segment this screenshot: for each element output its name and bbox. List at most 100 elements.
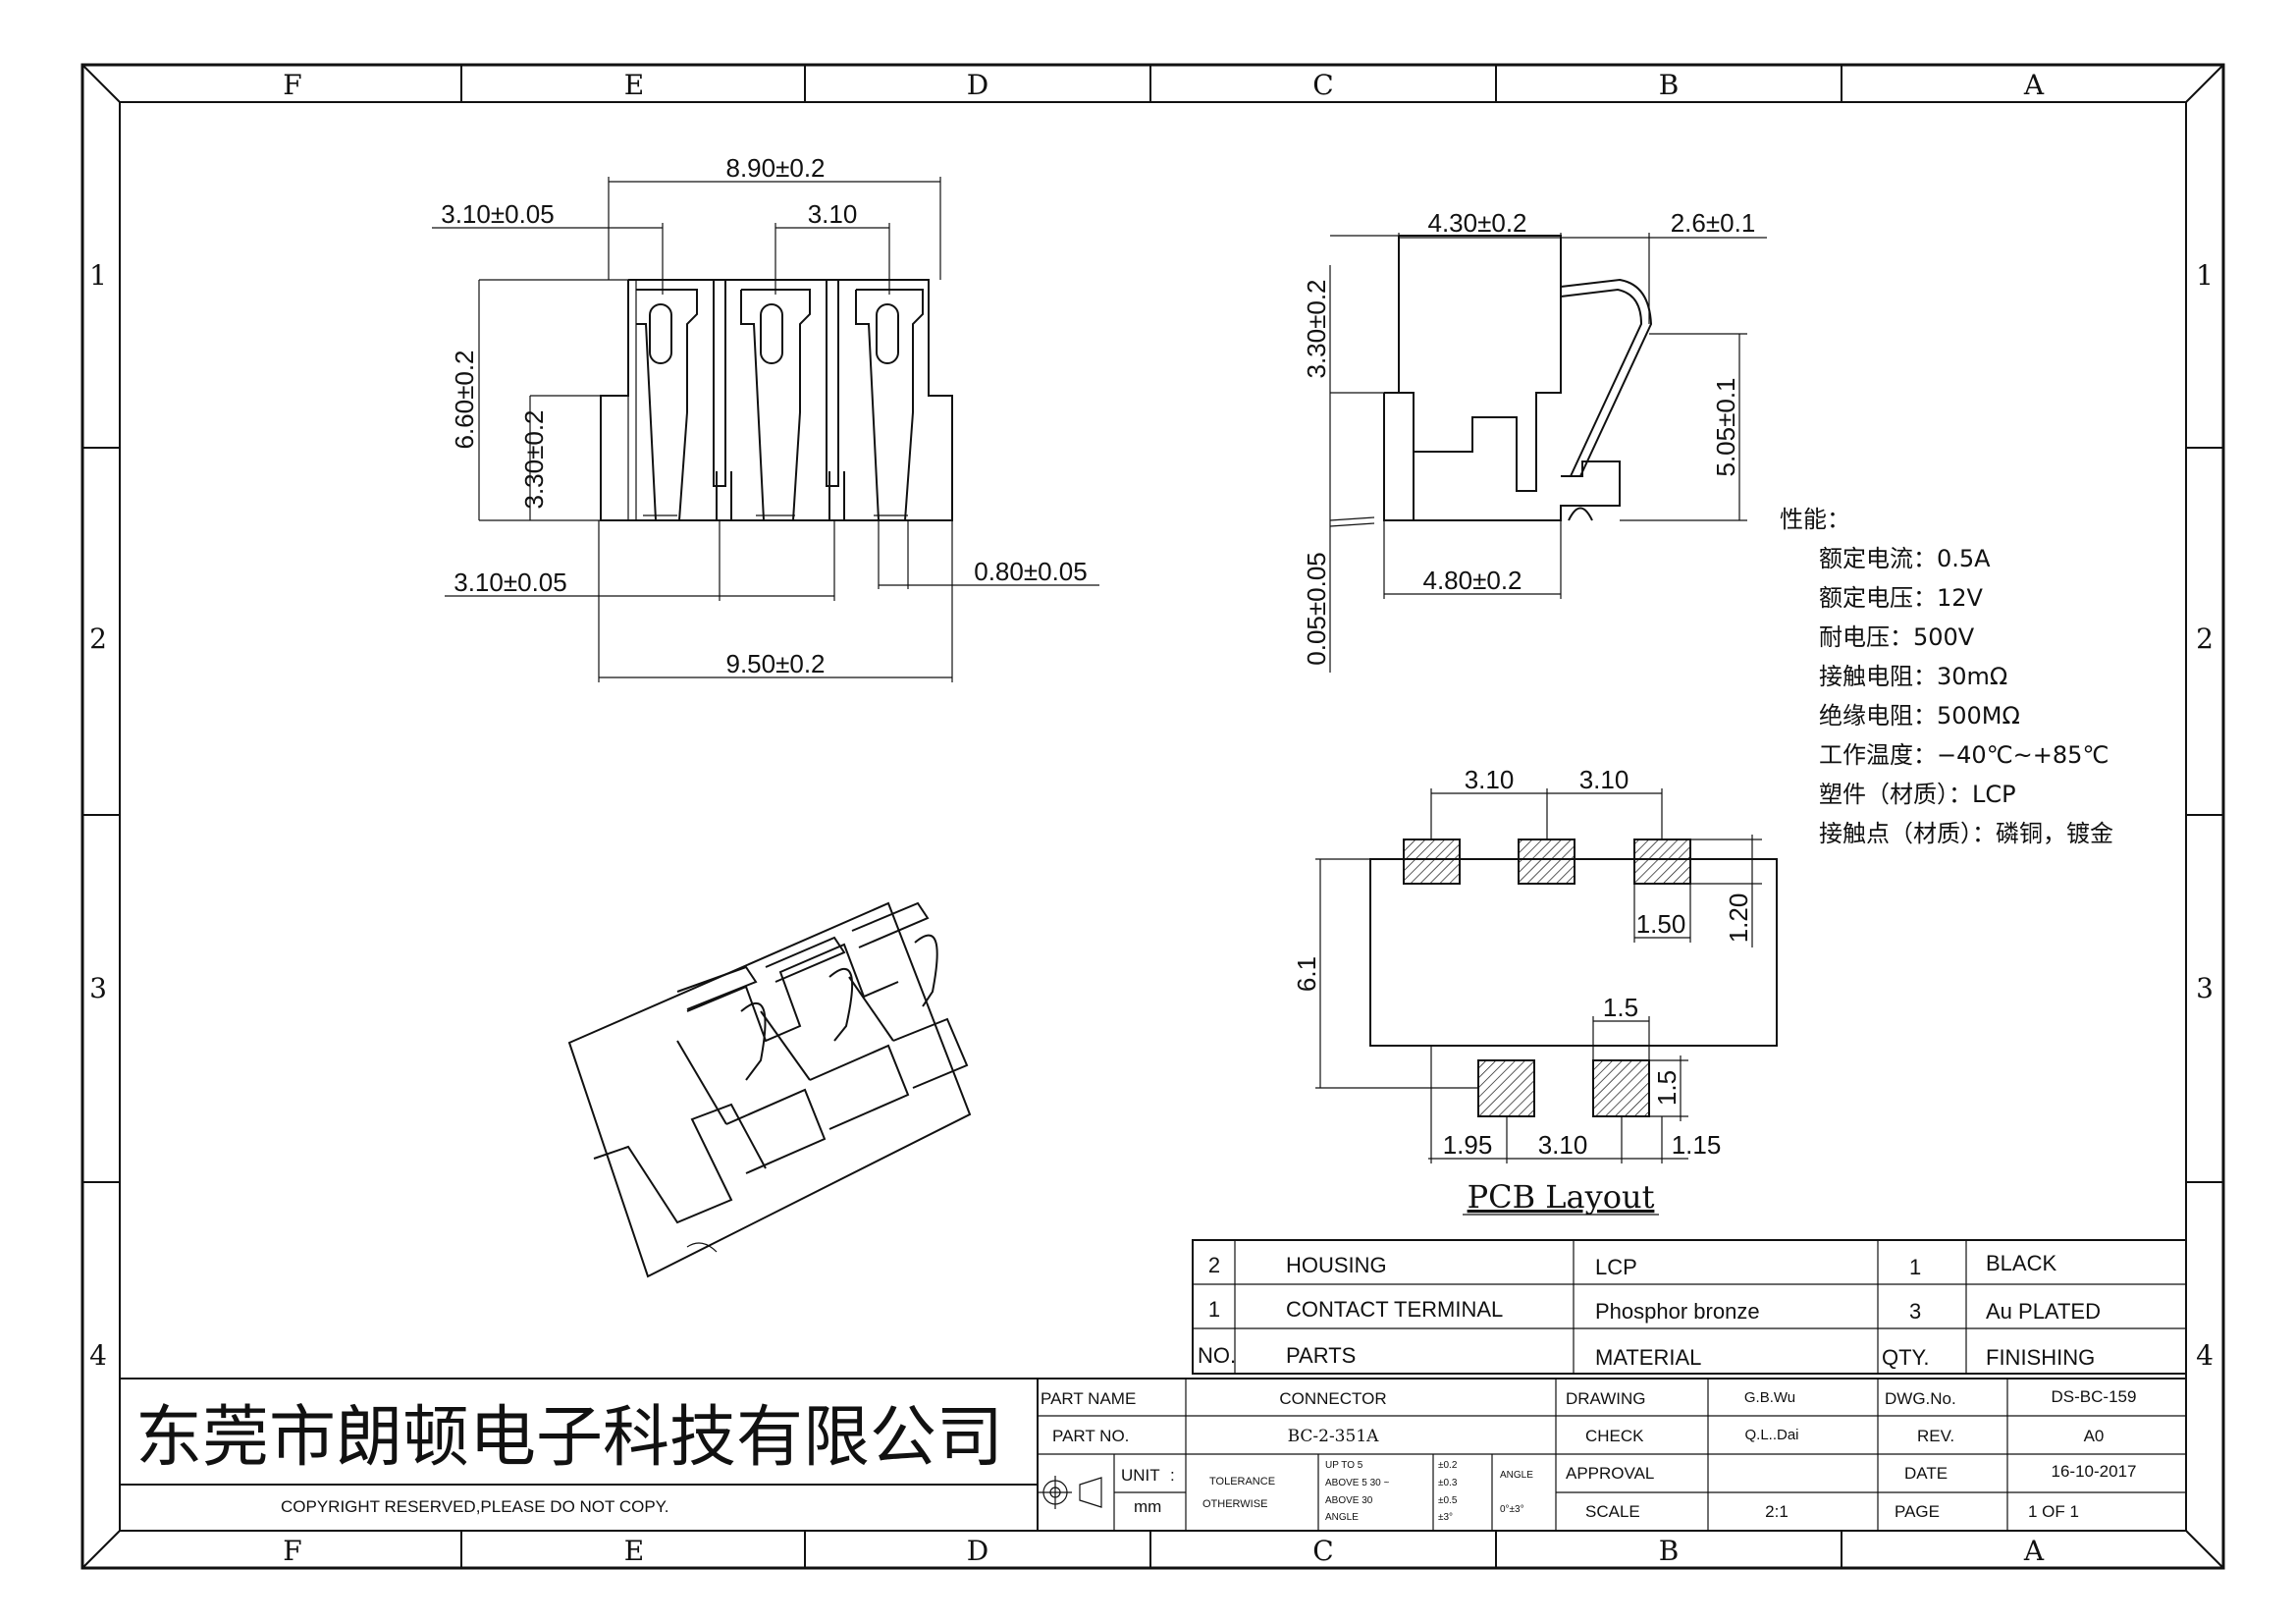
specs-title: 性能： — [1780, 506, 1850, 533]
row-label-4: 4 — [89, 1339, 107, 1372]
pcb-dim-mid: 3.10 — [1538, 1130, 1588, 1160]
spec-rated-voltage: 额定电压：12V — [1819, 584, 1984, 612]
drawing-frame: F E D C B A F E D C B A 1 2 3 4 1 2 3 4 — [80, 63, 2225, 1570]
pcb-dim-left: 1.95 — [1443, 1130, 1493, 1160]
pcb-dim-pad-height: 1.20 — [1724, 893, 1753, 944]
tolerance-label: TOLERANCE — [1209, 1476, 1275, 1488]
part-no-value: BC-2-351A — [1288, 1427, 1380, 1446]
isometric-view — [567, 901, 972, 1278]
unit-label: UNIT — [1121, 1466, 1160, 1485]
pcb-pad-1 — [1403, 839, 1461, 885]
front-dim-slot: 0.80±0.05 — [974, 557, 1087, 586]
part-name-value: CONNECTOR — [1279, 1389, 1386, 1408]
row-label-4-right: 4 — [2196, 1339, 2214, 1372]
bom-table: 2 HOUSING LCP 1 BLACK 1 CONTACT TERMINAL… — [1192, 1239, 2187, 1375]
rev-value: A0 — [2084, 1427, 2105, 1445]
scale-label: SCALE — [1585, 1502, 1640, 1521]
spec-contact-resistance: 接触电阻：30mΩ — [1819, 663, 2007, 690]
front-view: 8.90±0.2 3.10±0.05 3.10 6.60±0.2 3.30±0.… — [432, 153, 1099, 682]
pcb-dim-pitch-2: 3.10 — [1579, 765, 1629, 794]
projection-symbol-icon — [1039, 1476, 1102, 1509]
tol-range-2: ABOVE 5 30 ~ — [1325, 1478, 1389, 1488]
angle-label: ANGLE — [1500, 1470, 1533, 1481]
pcb-pad-2 — [1518, 839, 1575, 885]
bom-row-1-part: HOUSING — [1286, 1253, 1387, 1277]
col-label-f-bottom: F — [283, 1535, 301, 1567]
pcb-layout: 3.10 3.10 1.50 1.20 6.1 1.5 1.5 1.95 3.1… — [1292, 765, 1778, 1216]
bom-row-1-qty: 1 — [1909, 1255, 1921, 1279]
front-dim-height: 6.60±0.2 — [450, 350, 479, 449]
row-label-1-right: 1 — [2196, 259, 2214, 292]
unit-colon: : — [1170, 1466, 1175, 1485]
bom-row-1-material: LCP — [1595, 1255, 1637, 1279]
tol-range-1: UP TO 5 — [1325, 1460, 1363, 1471]
title-block: 东莞市朗顿电子科技有限公司 COPYRIGHT RESERVED,PLEASE … — [119, 1378, 2187, 1532]
angle-value: 0°±3° — [1500, 1504, 1524, 1515]
col-label-f: F — [283, 69, 301, 101]
col-label-a: A — [2023, 69, 2045, 101]
check-label: CHECK — [1585, 1427, 1644, 1445]
col-label-b: B — [1659, 69, 1680, 101]
spec-operating-temp: 工作温度：−40℃~+85℃ — [1819, 741, 2109, 769]
specifications: 性能： 额定电流：0.5A 额定电压：12V 耐电压：500V 接触电阻：30m… — [1780, 506, 2113, 847]
row-label-1: 1 — [89, 259, 107, 292]
tol-range-3: ABOVE 30 — [1325, 1495, 1373, 1506]
bom-row-1-finishing: BLACK — [1986, 1251, 2056, 1275]
col-label-e: E — [624, 69, 644, 101]
bom-row-2-finishing: Au PLATED — [1986, 1299, 2101, 1324]
spec-contact-material: 接触点（材质）：磷铜，镀金 — [1819, 820, 2113, 847]
front-rib-2 — [826, 279, 839, 487]
part-name-label: PART NAME — [1041, 1389, 1136, 1408]
page-value: 1 OF 1 — [2028, 1502, 2079, 1521]
approval-label: APPROVAL — [1566, 1464, 1654, 1483]
row-label-3: 3 — [89, 972, 107, 1004]
bom-header-no: NO. — [1198, 1343, 1236, 1368]
pcb-dim-height: 6.1 — [1292, 956, 1321, 992]
bom-header-qty: QTY. — [1882, 1345, 1930, 1370]
dwg-no-label: DWG.No. — [1885, 1389, 1956, 1408]
side-dim-base: 4.80±0.2 — [1422, 566, 1522, 595]
col-label-d: D — [967, 69, 988, 101]
pcb-dim-lower-pad-height: 1.5 — [1652, 1070, 1682, 1106]
drawing-value: G.B.Wu — [1744, 1389, 1795, 1406]
drawing-label: DRAWING — [1566, 1389, 1646, 1408]
tol-value-4: ±3° — [1438, 1512, 1453, 1523]
bom-row-2-qty: 3 — [1909, 1299, 1921, 1324]
row-label-3-right: 3 — [2196, 972, 2214, 1004]
front-dim-pitch: 3.10 — [808, 199, 858, 229]
row-label-2: 2 — [89, 622, 107, 655]
side-view: 4.30±0.2 2.6±0.1 3.30±0.2 5.05±0.1 0.05±… — [1302, 208, 1767, 673]
pcb-pad-5 — [1592, 1059, 1650, 1117]
col-label-a-bottom: A — [2023, 1535, 2045, 1567]
pcb-pad-4 — [1477, 1059, 1535, 1117]
col-label-e-bottom: E — [624, 1535, 644, 1567]
copyright-notice: COPYRIGHT RESERVED,PLEASE DO NOT COPY. — [281, 1497, 669, 1516]
front-contact-2 — [740, 289, 811, 521]
front-dim-bottom-offset: 3.10±0.05 — [454, 568, 566, 597]
pcb-dim-lower-pad-width: 1.5 — [1603, 993, 1638, 1022]
front-contact-1 — [627, 279, 698, 521]
pcb-layout-title: PCB Layout — [1468, 1178, 1655, 1216]
col-label-c: C — [1312, 69, 1333, 101]
check-value: Q.L..Dai — [1744, 1427, 1798, 1443]
bom-header-finishing: FINISHING — [1986, 1345, 2095, 1370]
tol-value-3: ±0.5 — [1438, 1495, 1458, 1506]
bom-row-2-part: CONTACT TERMINAL — [1286, 1297, 1503, 1322]
unit-value: mm — [1134, 1497, 1161, 1516]
side-dim-body: 4.30±0.2 — [1427, 208, 1526, 238]
pcb-dim-pitch-1: 3.10 — [1465, 765, 1515, 794]
bom-header-parts: PARTS — [1286, 1343, 1356, 1368]
front-contact-3 — [855, 289, 924, 521]
spec-rated-current: 额定电流：0.5A — [1819, 545, 1991, 572]
front-dim-pin-offset: 3.10±0.05 — [441, 199, 554, 229]
row-label-2-right: 2 — [2196, 622, 2214, 655]
tol-value-1: ±0.2 — [1438, 1460, 1458, 1471]
date-label: DATE — [1904, 1464, 1948, 1483]
side-dim-gap: 0.05±0.05 — [1302, 552, 1331, 665]
date-value: 16-10-2017 — [2052, 1462, 2137, 1481]
front-rib-1 — [713, 279, 726, 487]
bom-header-material: MATERIAL — [1595, 1345, 1701, 1370]
side-dim-height: 3.30±0.2 — [1302, 279, 1331, 378]
bom-row-1-no: 2 — [1208, 1253, 1220, 1277]
